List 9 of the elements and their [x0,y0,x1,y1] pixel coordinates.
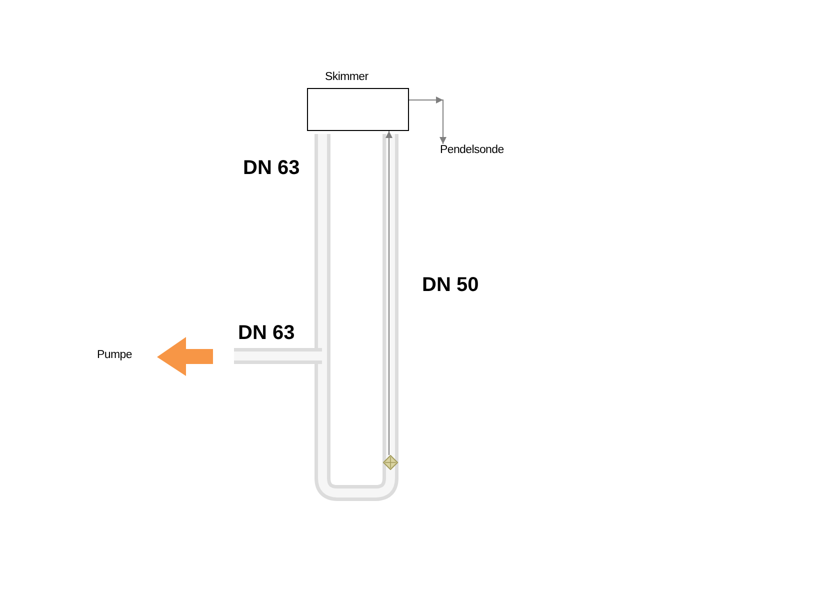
box-title: Skimmer [325,71,368,84]
diamond-icon [383,455,398,470]
pipe-size-label: DN 63 [243,157,300,179]
pipe-size-label: DN 63 [238,322,295,344]
arrow [386,130,392,456]
arrow [408,96,446,144]
part-label: Pumpe [97,349,132,362]
pipe-size-label: DN 50 [422,274,479,296]
node-label: Pendelsonde [440,144,504,157]
